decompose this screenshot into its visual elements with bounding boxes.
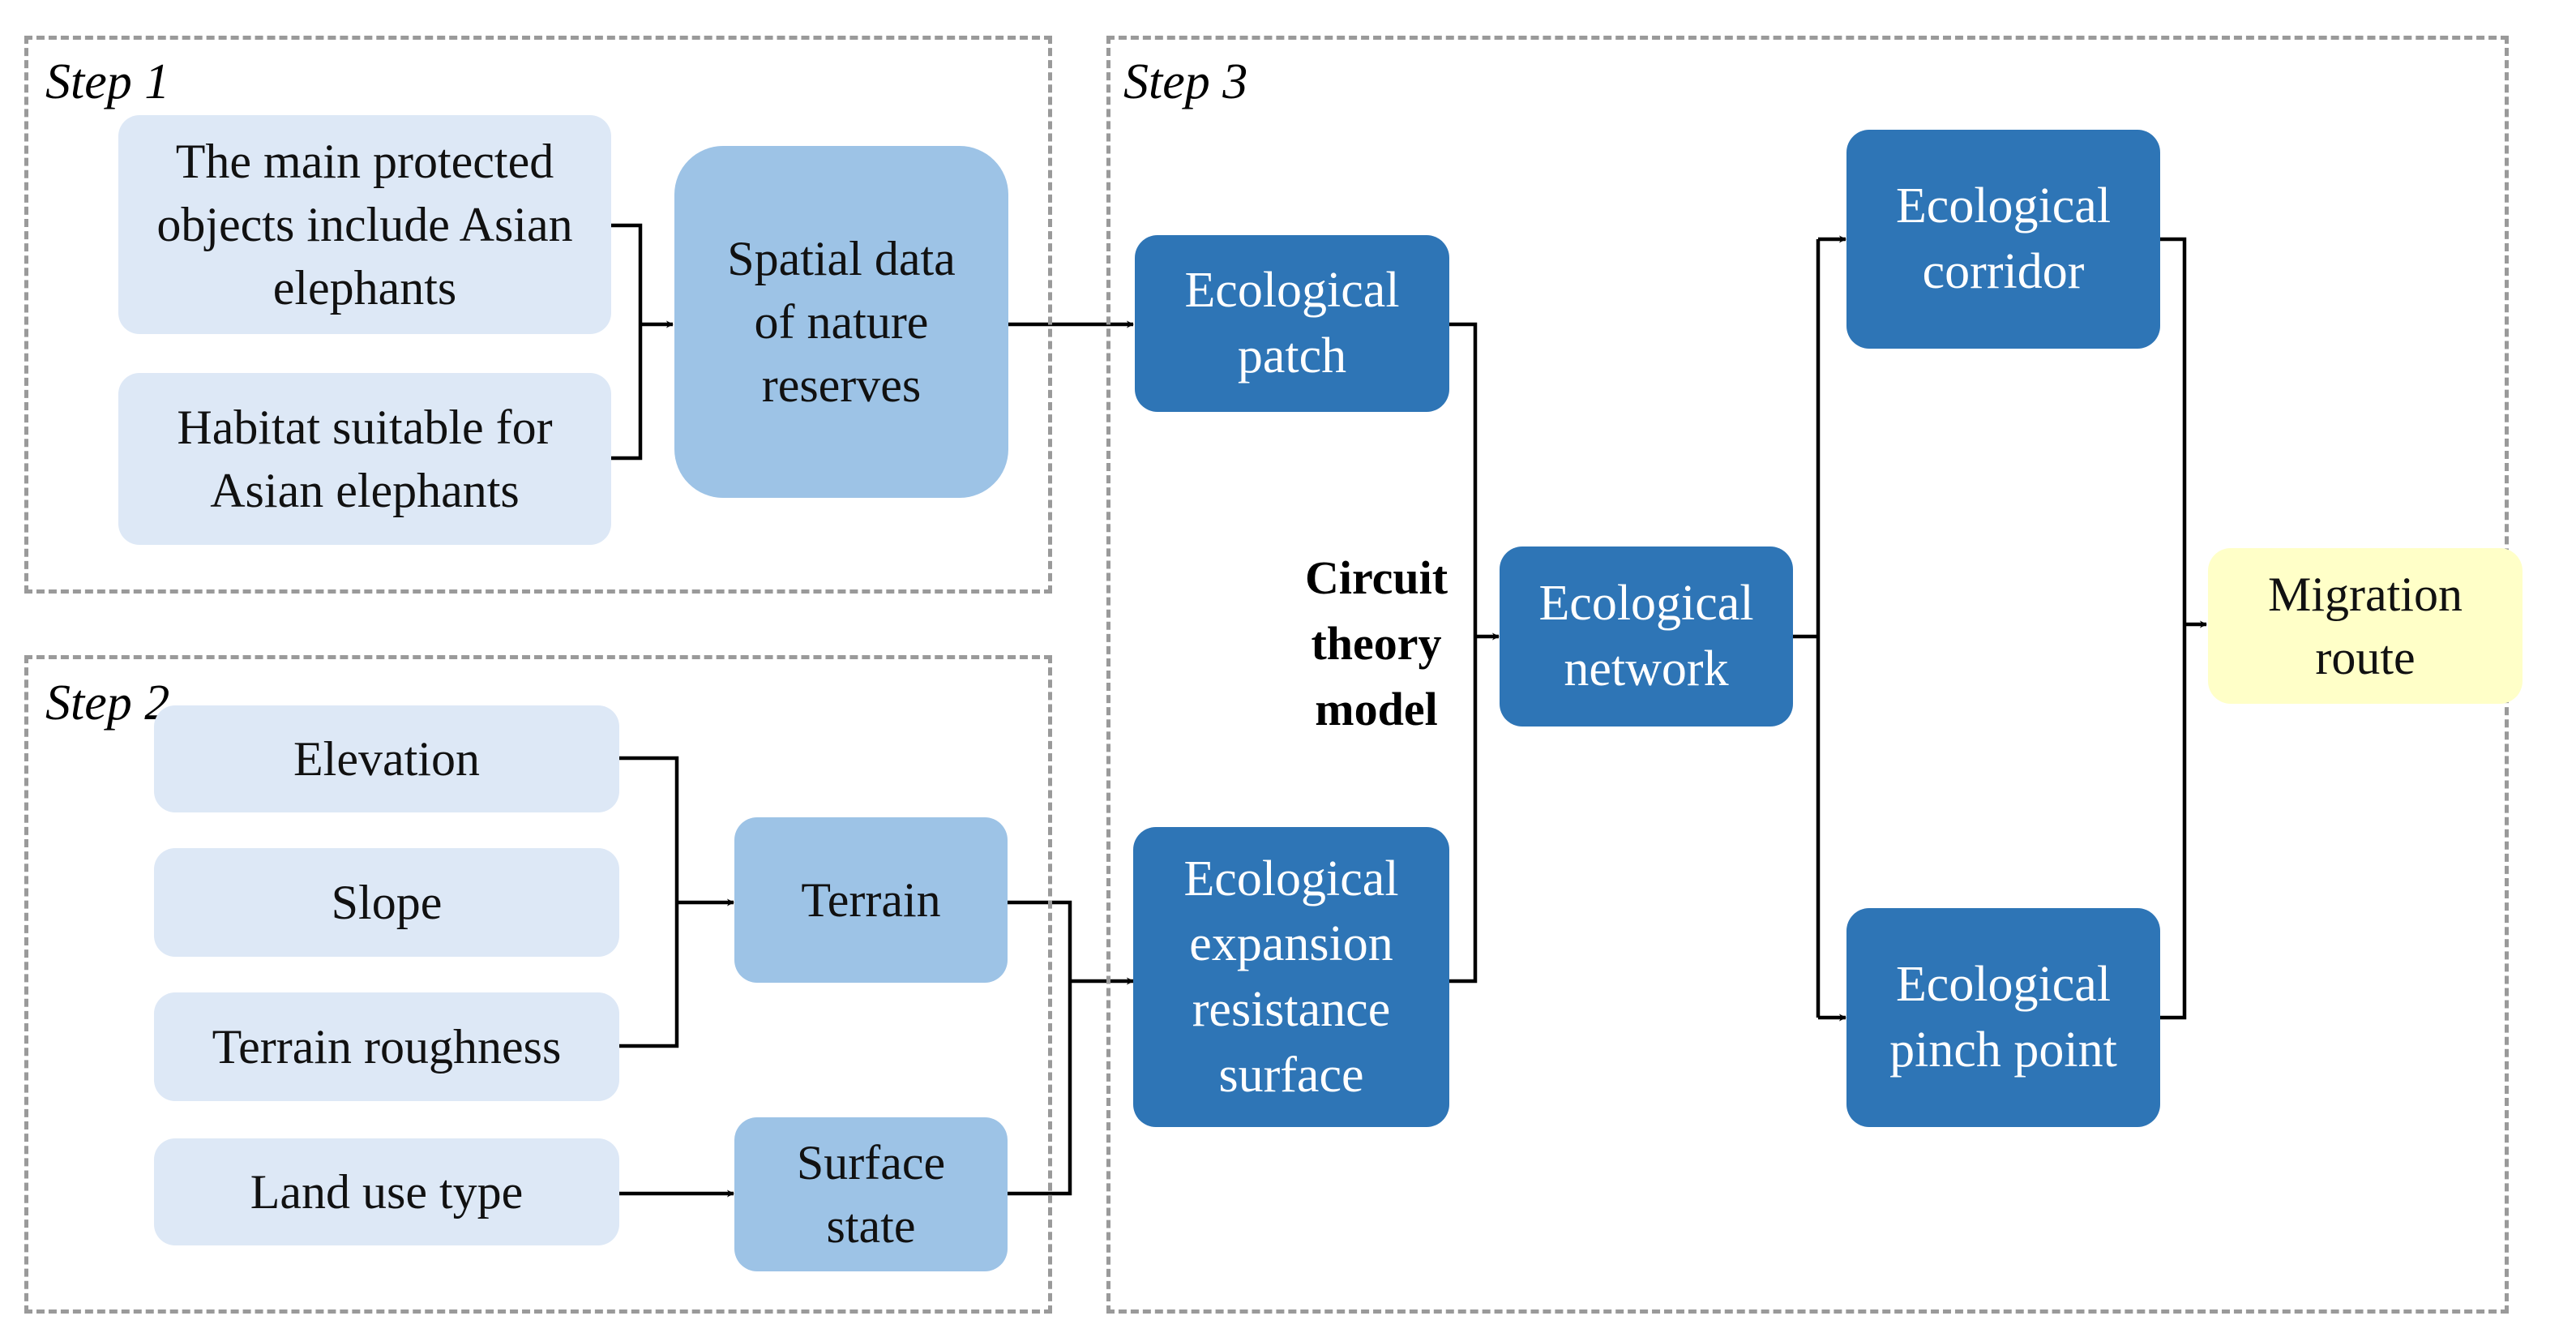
connector-resistance: [1449, 636, 1478, 984]
elevation-text: Elevation: [293, 732, 480, 786]
step1-label: Step 1: [45, 54, 170, 109]
terrain-text: Terrain: [801, 873, 941, 927]
land-use-box: Land use type: [154, 1138, 619, 1245]
connector-habitat: [611, 324, 643, 461]
terrain-roughness-box: Terrain roughness: [154, 992, 619, 1101]
migration-route-text: Migration route: [2268, 568, 2463, 684]
connector-surface-state: [1008, 981, 1072, 1196]
protected-objects-box: The main protected objects include Asian…: [118, 115, 611, 334]
land-use-text: Land use type: [250, 1165, 524, 1219]
habitat-text: Habitat suitable for Asian elephants: [177, 401, 553, 517]
terrain-roughness-text: Terrain roughness: [212, 1020, 562, 1074]
spatial-data-text: Spatial data of nature reserves: [727, 232, 956, 412]
connector-pinch: [2160, 624, 2187, 1020]
step2-frame: [24, 655, 1052, 1314]
ecological-patch-text: Ecological patch: [1184, 263, 1400, 384]
slope-text: Slope: [331, 876, 443, 929]
migration-route-box: Migration route: [2208, 548, 2523, 704]
ecological-corridor-text: Ecological corridor: [1895, 178, 2112, 299]
connector-protected-objects: [611, 223, 643, 324]
step2-label: Step 2: [45, 675, 170, 731]
ecological-pinch-point-text: Ecological pinch point: [1889, 957, 2117, 1078]
ecological-network-text: Ecological network: [1538, 576, 1754, 697]
protected-objects-text: The main protected objects include Asian…: [156, 135, 573, 315]
slope-box: Slope: [154, 848, 619, 957]
resistance-surface-box: Ecological expansion resistance surface: [1133, 827, 1449, 1127]
connector-corridor: [2160, 237, 2187, 624]
habitat-box: Habitat suitable for Asian elephants: [118, 373, 611, 545]
connector-patch: [1449, 322, 1478, 636]
surface-state-box: Surface state: [734, 1117, 1008, 1271]
circuit-theory-model-text: Circuit theory model: [1304, 551, 1448, 736]
connector-terrain: [1008, 900, 1072, 981]
ecological-patch-box: Ecological patch: [1135, 235, 1449, 412]
spatial-data-box: Spatial data of nature reserves: [674, 146, 1008, 498]
elevation-box: Elevation: [154, 705, 619, 812]
ecological-corridor-box: Ecological corridor: [1846, 130, 2160, 349]
resistance-surface-text: Ecological expansion resistance surface: [1183, 851, 1399, 1103]
surface-state-text: Surface state: [796, 1136, 946, 1253]
terrain-box: Terrain: [734, 817, 1008, 983]
step1-frame: [24, 36, 1052, 594]
connector-elevation: [619, 756, 679, 902]
ecological-network-box: Ecological network: [1500, 546, 1793, 727]
ecological-pinch-point-box: Ecological pinch point: [1846, 908, 2160, 1127]
circuit-theory-model-label: Circuit theory model: [1279, 545, 1474, 743]
step3-label: Step 3: [1123, 54, 1248, 109]
connector-roughness: [619, 902, 679, 1048]
